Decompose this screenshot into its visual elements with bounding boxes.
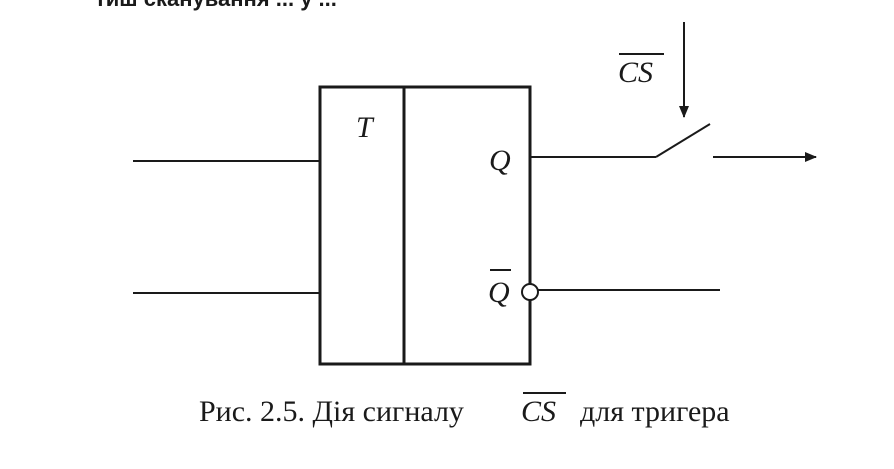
inversion-bubble xyxy=(521,283,539,301)
cropped-top-text: тиш сканування ... у ... xyxy=(95,0,337,11)
figure-caption-signal: CS xyxy=(521,395,556,428)
output-q-bar-label: Q xyxy=(488,276,510,309)
trigger-block xyxy=(318,85,532,366)
switch-blade xyxy=(655,123,711,158)
figure-caption-suffix: для тригера xyxy=(580,395,730,428)
figure-caption-prefix: Рис. 2.5. Дія сигналу xyxy=(199,395,464,428)
trigger-type-label: T xyxy=(356,111,375,144)
output-q-label: Q xyxy=(489,144,511,177)
cs-signal-label: CS xyxy=(618,56,653,89)
